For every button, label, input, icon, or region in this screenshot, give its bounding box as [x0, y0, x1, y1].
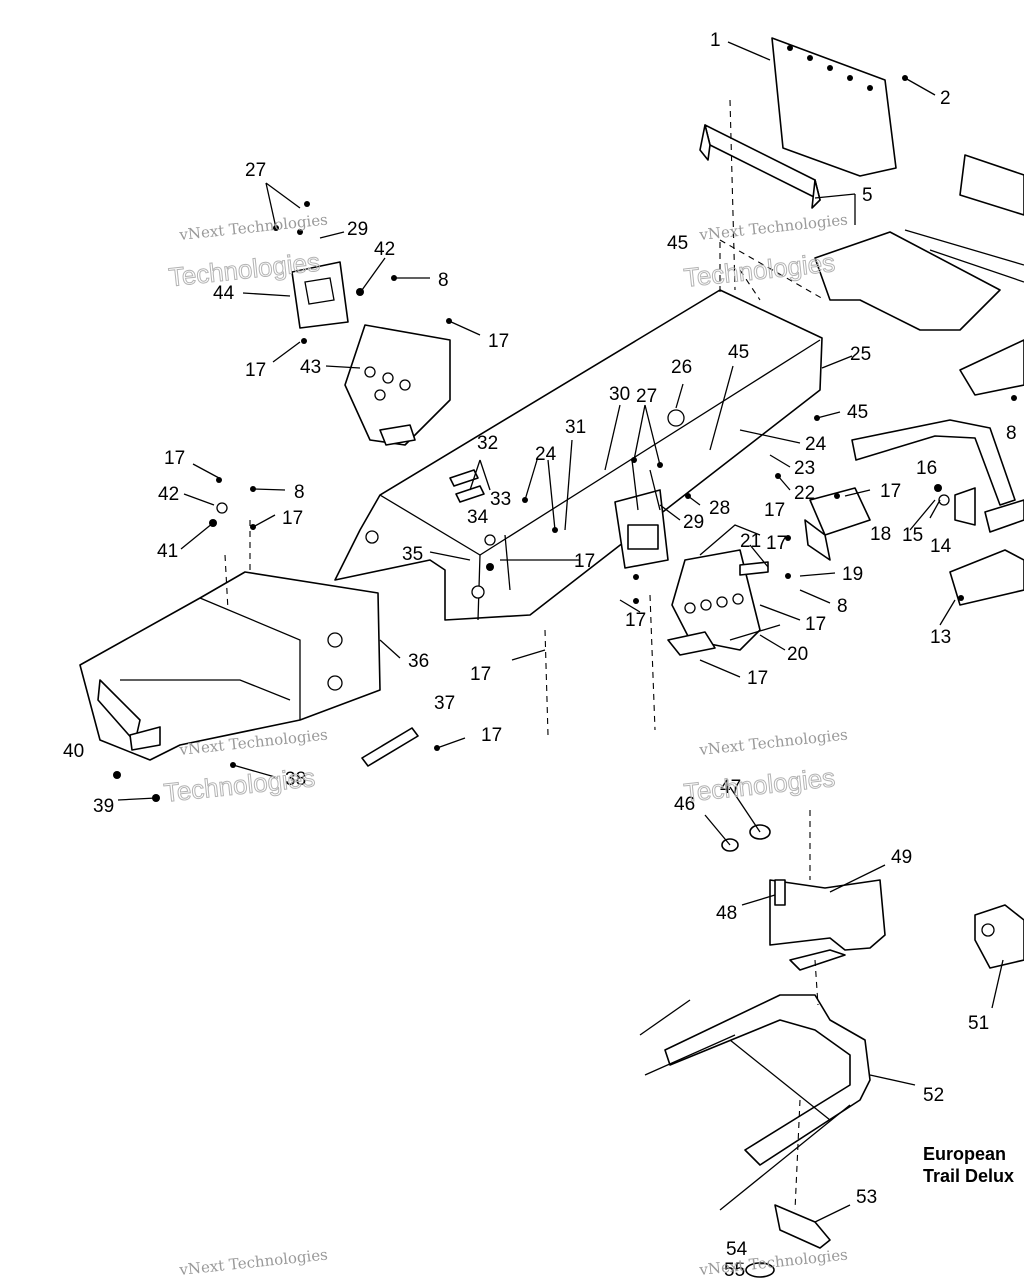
model-note: European Trail Delux: [923, 1144, 1014, 1186]
callout-33: 33: [490, 489, 511, 510]
callout-45: 45: [847, 402, 868, 423]
switch-box-part: [804, 487, 871, 561]
callout-48: 48: [716, 903, 737, 924]
callout-14: 14: [930, 536, 952, 557]
callout-41: 41: [157, 541, 178, 562]
callout-46: 46: [674, 794, 695, 815]
callout-34: 34: [467, 507, 489, 528]
callout-8: 8: [837, 596, 848, 617]
callout-54: 54: [726, 1239, 748, 1260]
callout-23: 23: [794, 458, 815, 479]
callout-5: 5: [862, 185, 873, 206]
svg-text:Technologies: Technologies: [162, 762, 316, 808]
alignment-lines: [224, 99, 819, 1211]
callout-17: 17: [164, 448, 185, 469]
callout-27: 27: [245, 160, 266, 181]
callout-32: 32: [477, 433, 498, 454]
callout-51: 51: [968, 1013, 989, 1034]
callout-labels: 1 2 5 8 8 8 8 13 14 15 16 17 17 17 17 17…: [63, 30, 1017, 1280]
leader-lines: [117, 41, 1004, 1223]
callout-42: 42: [158, 484, 179, 505]
callout-29: 29: [683, 512, 704, 533]
callout-17: 17: [766, 533, 787, 554]
footrest-part: [79, 571, 381, 761]
footrest-bracket-part: [344, 324, 451, 446]
callout-49: 49: [891, 847, 912, 868]
callout-17: 17: [880, 481, 901, 502]
callout-47: 47: [720, 777, 741, 798]
callout-13: 13: [930, 627, 951, 648]
callout-43: 43: [300, 357, 321, 378]
callout-8: 8: [438, 270, 449, 291]
callout-17: 17: [282, 508, 303, 529]
callout-17: 17: [625, 610, 646, 631]
callout-40: 40: [63, 741, 84, 762]
callout-1: 1: [710, 30, 721, 51]
step-bracket-part: [667, 549, 781, 656]
model-note-line2: Trail Delux: [923, 1166, 1014, 1186]
svg-text:vNext Technologies: vNext Technologies: [178, 211, 329, 245]
svg-text:vNext Technologies: vNext Technologies: [698, 726, 849, 760]
callout-44: 44: [213, 283, 235, 304]
bumper-assembly-part: [644, 824, 1024, 1278]
watermark: vNext Technologies: [178, 1246, 329, 1280]
callout-17: 17: [574, 551, 595, 572]
svg-text:vNext Technologies: vNext Technologies: [698, 1246, 849, 1280]
mud-flap-part: [771, 37, 897, 177]
callout-18: 18: [870, 524, 891, 545]
callout-21: 21: [740, 531, 761, 552]
callout-42: 42: [374, 239, 395, 260]
callout-15: 15: [902, 525, 923, 546]
flap-bracket-part: [699, 124, 821, 209]
callout-37: 37: [434, 693, 455, 714]
watermark: Technologies vNext Technologies: [682, 726, 849, 809]
callout-17: 17: [488, 331, 509, 352]
callout-55: 55: [724, 1260, 745, 1280]
callout-17: 17: [245, 360, 266, 381]
callout-24: 24: [535, 444, 557, 465]
callout-27: 27: [636, 386, 657, 407]
callout-22: 22: [794, 483, 815, 504]
watermark: vNext Technologies: [698, 1246, 849, 1280]
svg-text:vNext Technologies: vNext Technologies: [178, 1246, 329, 1280]
cover-plate-part: [291, 261, 349, 329]
callout-30: 30: [609, 384, 630, 405]
callout-29: 29: [347, 219, 368, 240]
callout-52: 52: [923, 1085, 944, 1106]
callout-26: 26: [671, 357, 692, 378]
svg-text:Technologies: Technologies: [682, 762, 836, 808]
rear-tunnel-panel: [814, 154, 1024, 396]
callout-2: 2: [940, 88, 951, 109]
callout-17: 17: [470, 664, 491, 685]
callout-24: 24: [805, 434, 827, 455]
callout-20: 20: [787, 644, 808, 665]
callout-17: 17: [481, 725, 502, 746]
callout-16: 16: [916, 458, 937, 479]
console-bracket-part: [614, 459, 669, 569]
callout-17: 17: [764, 500, 785, 521]
callout-25: 25: [850, 344, 871, 365]
callout-8: 8: [294, 482, 305, 503]
callout-39: 39: [93, 796, 114, 817]
side-rail-part: [851, 419, 1024, 606]
runner-bar-part: [361, 727, 419, 767]
svg-text:Technologies: Technologies: [682, 247, 836, 293]
callout-17: 17: [747, 668, 768, 689]
main-tunnel-part: [334, 239, 826, 621]
callout-45: 45: [728, 342, 749, 363]
callout-38: 38: [285, 769, 306, 790]
callout-17: 17: [805, 614, 826, 635]
callout-53: 53: [856, 1187, 877, 1208]
callout-31: 31: [565, 417, 586, 438]
svg-text:vNext Technologies: vNext Technologies: [698, 211, 849, 245]
callout-19: 19: [842, 564, 863, 585]
callout-36: 36: [408, 651, 429, 672]
callout-35: 35: [402, 544, 423, 565]
model-note-line1: European: [923, 1144, 1006, 1164]
callout-8: 8: [1006, 423, 1017, 444]
callout-28: 28: [709, 498, 730, 519]
callout-45: 45: [667, 233, 688, 254]
